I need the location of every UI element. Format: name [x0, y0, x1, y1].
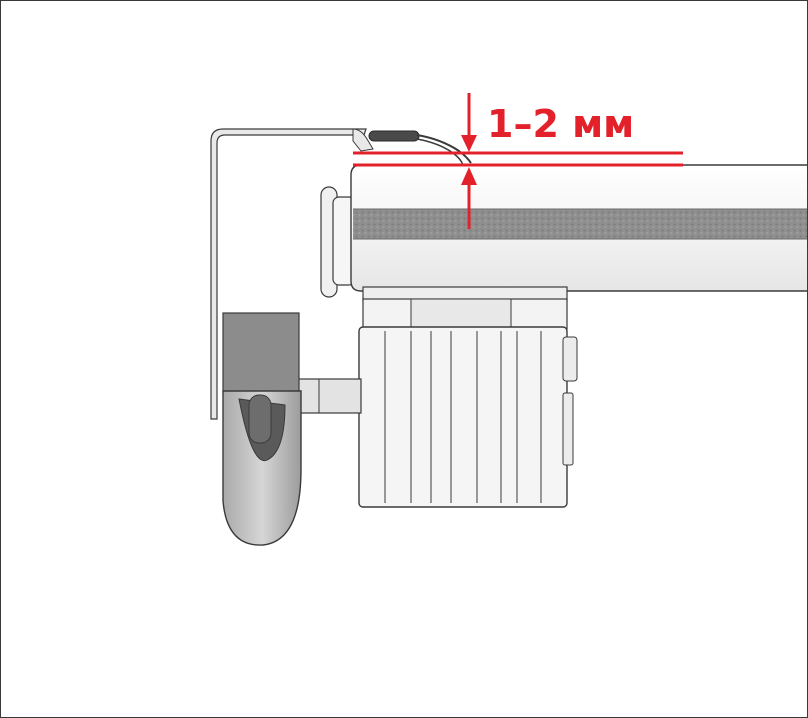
- fabric-band: [353, 209, 807, 239]
- control-mechanism: [358, 286, 578, 508]
- roller-tube: [350, 164, 807, 292]
- hook-holder: [222, 312, 302, 546]
- connecting-rod: [290, 378, 362, 414]
- dimension-arrow-up-head: [461, 167, 477, 185]
- dimension-label: 1–2 мм: [487, 102, 635, 146]
- spring-clip: [368, 130, 472, 166]
- dimension-annotation: [353, 93, 683, 229]
- mounting-bracket: [210, 128, 374, 420]
- dimension-arrow-down-head: [461, 135, 477, 152]
- end-cap: [320, 186, 356, 298]
